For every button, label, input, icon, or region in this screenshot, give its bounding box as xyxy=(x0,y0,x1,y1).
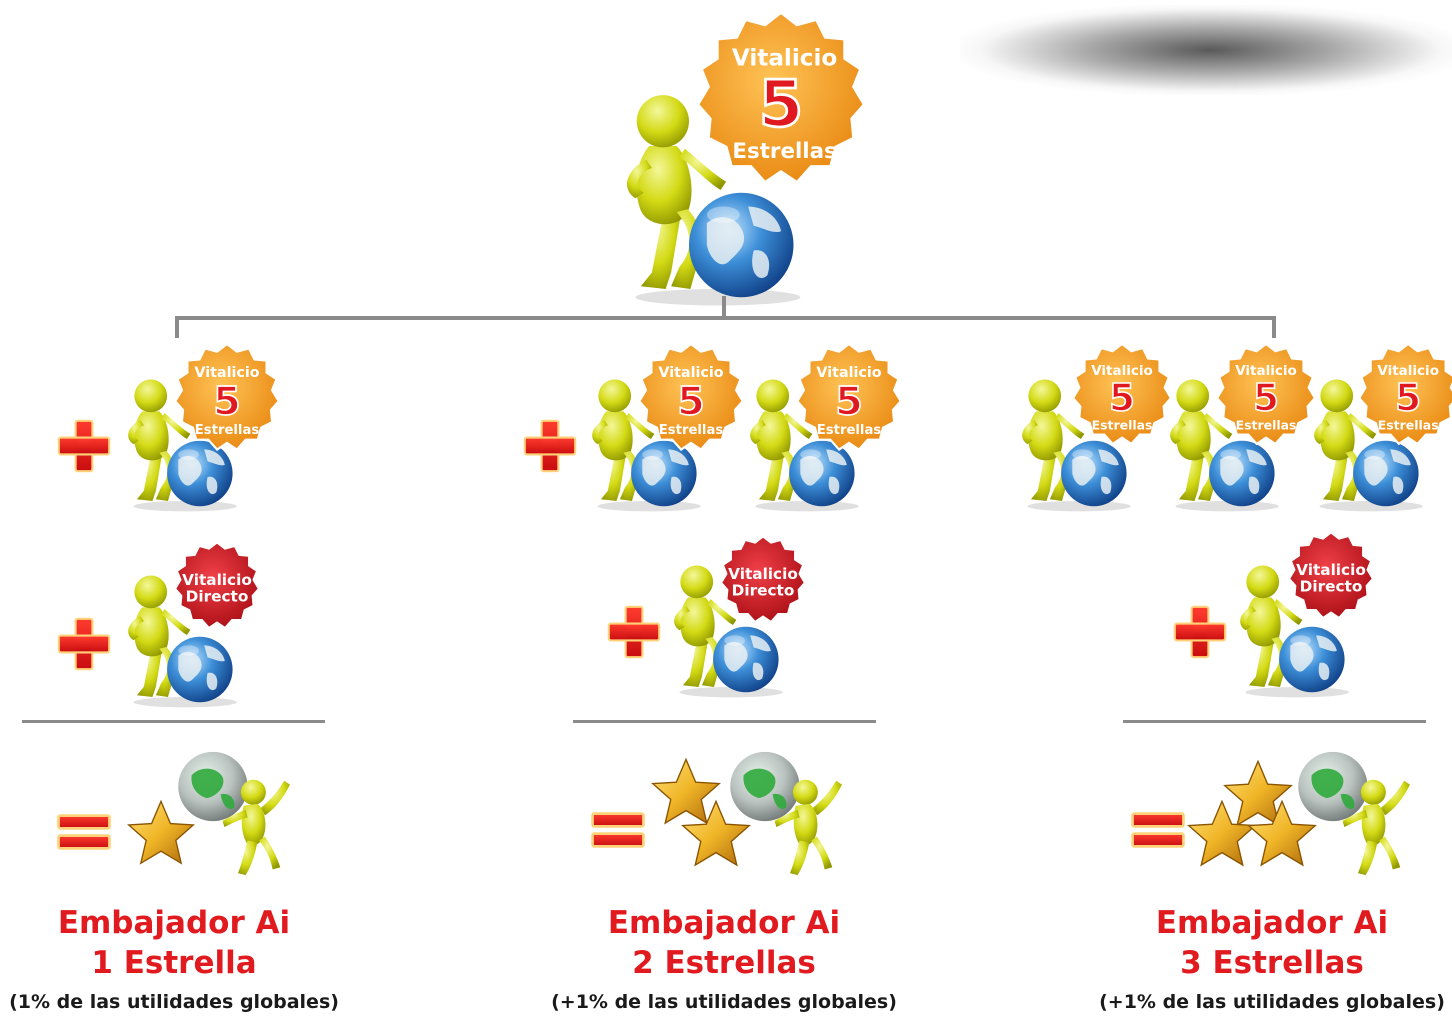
connector-vertical-top xyxy=(722,296,726,320)
result1-title: Embajador Ai 1 Estrella xyxy=(24,903,324,983)
connector-left-drop xyxy=(175,316,179,338)
badge-line2: Directo xyxy=(732,581,795,599)
equals-icon xyxy=(1131,812,1185,848)
result2-globe-jump-figure xyxy=(730,751,842,876)
result3-title-line1: Embajador Ai xyxy=(1155,905,1389,941)
badge-line2: Estrellas xyxy=(659,423,724,438)
result2-subtitle: (+1% de las utilidades globales) xyxy=(551,991,897,1013)
badge-number: 5 xyxy=(213,378,241,424)
sum-line-1 xyxy=(22,720,325,723)
top-badge-line2: Estrellas xyxy=(732,139,836,164)
badge-line1: Vitalicio xyxy=(816,365,881,381)
plus-icon xyxy=(1173,605,1227,659)
row1-col3-badge-c: Vitalicio 5 Estrellas xyxy=(1358,342,1452,445)
row2-col3-direct-badge: Vitalicio Directo xyxy=(1287,530,1375,620)
result1-subtitle: (1% de las utilidades globales) xyxy=(9,991,339,1013)
result3-globe-jump-figure xyxy=(1298,751,1410,876)
badge-line1: Vitalicio xyxy=(1377,363,1439,379)
badge-line1: Vitalicio xyxy=(1091,363,1153,379)
badge-number: 5 xyxy=(677,378,705,424)
badge-line2: Estrellas xyxy=(1236,417,1297,432)
plus-icon xyxy=(607,605,661,659)
row1-col3-badge-a: Vitalicio 5 Estrellas xyxy=(1072,342,1172,445)
plus-icon xyxy=(57,419,111,473)
plus-icon xyxy=(523,419,577,473)
badge-number: 5 xyxy=(1109,376,1135,420)
badge-line2: Directo xyxy=(1300,577,1363,595)
connector-horizontal xyxy=(175,316,1276,320)
top-badge-number: 5 xyxy=(759,68,804,142)
sum-line-2 xyxy=(573,720,876,723)
badge-line2: Estrellas xyxy=(195,423,260,438)
result3-title: Embajador Ai 3 Estrellas xyxy=(1122,903,1422,983)
badge-line2: Estrellas xyxy=(1092,417,1153,432)
row2-col2-direct-badge: Vitalicio Directo xyxy=(719,534,807,624)
row1-col2-badge-a: Vitalicio 5 Estrellas xyxy=(638,342,744,451)
badge-line1: Vitalicio xyxy=(1296,561,1366,579)
badge-line1: Vitalicio xyxy=(182,571,252,589)
result2-title-line1: Embajador Ai xyxy=(607,905,841,941)
sum-line-3 xyxy=(1123,720,1426,723)
result1-globe-jump-figure xyxy=(178,751,290,876)
row1-col2-badge-b: Vitalicio 5 Estrellas xyxy=(796,342,902,451)
row2-col1-direct-badge: Vitalicio Directo xyxy=(173,540,261,630)
result1-title-line1: Embajador Ai xyxy=(57,905,291,941)
row1-col1-badge: Vitalicio 5 Estrellas xyxy=(174,342,280,451)
badge-line2: Estrellas xyxy=(1378,417,1439,432)
badge-number: 5 xyxy=(1395,376,1421,420)
result2-title-line2: 2 Estrellas xyxy=(632,945,816,981)
decorative-shadow xyxy=(960,5,1452,95)
plus-icon xyxy=(57,617,111,671)
result1-title-line2: 1 Estrella xyxy=(91,945,257,981)
result2-title: Embajador Ai 2 Estrellas xyxy=(574,903,874,983)
badge-line1: Vitalicio xyxy=(1235,363,1297,379)
row1-col3-badge-b: Vitalicio 5 Estrellas xyxy=(1216,342,1316,445)
equals-icon xyxy=(591,812,645,848)
badge-line2: Estrellas xyxy=(817,423,882,438)
badge-number: 5 xyxy=(835,378,863,424)
badge-line1: Vitalicio xyxy=(658,365,723,381)
connector-right-drop xyxy=(1272,316,1276,338)
result3-title-line2: 3 Estrellas xyxy=(1180,945,1364,981)
equals-icon xyxy=(57,814,111,850)
badge-number: 5 xyxy=(1253,376,1279,420)
badge-line1: Vitalicio xyxy=(728,565,798,583)
top-badge-line1: Vitalicio xyxy=(732,45,837,71)
badge-line2: Directo xyxy=(186,587,249,605)
top-badge: Vitalicio 5 Estrellas xyxy=(695,10,867,185)
result3-subtitle: (+1% de las utilidades globales) xyxy=(1099,991,1445,1013)
badge-line1: Vitalicio xyxy=(194,365,259,381)
